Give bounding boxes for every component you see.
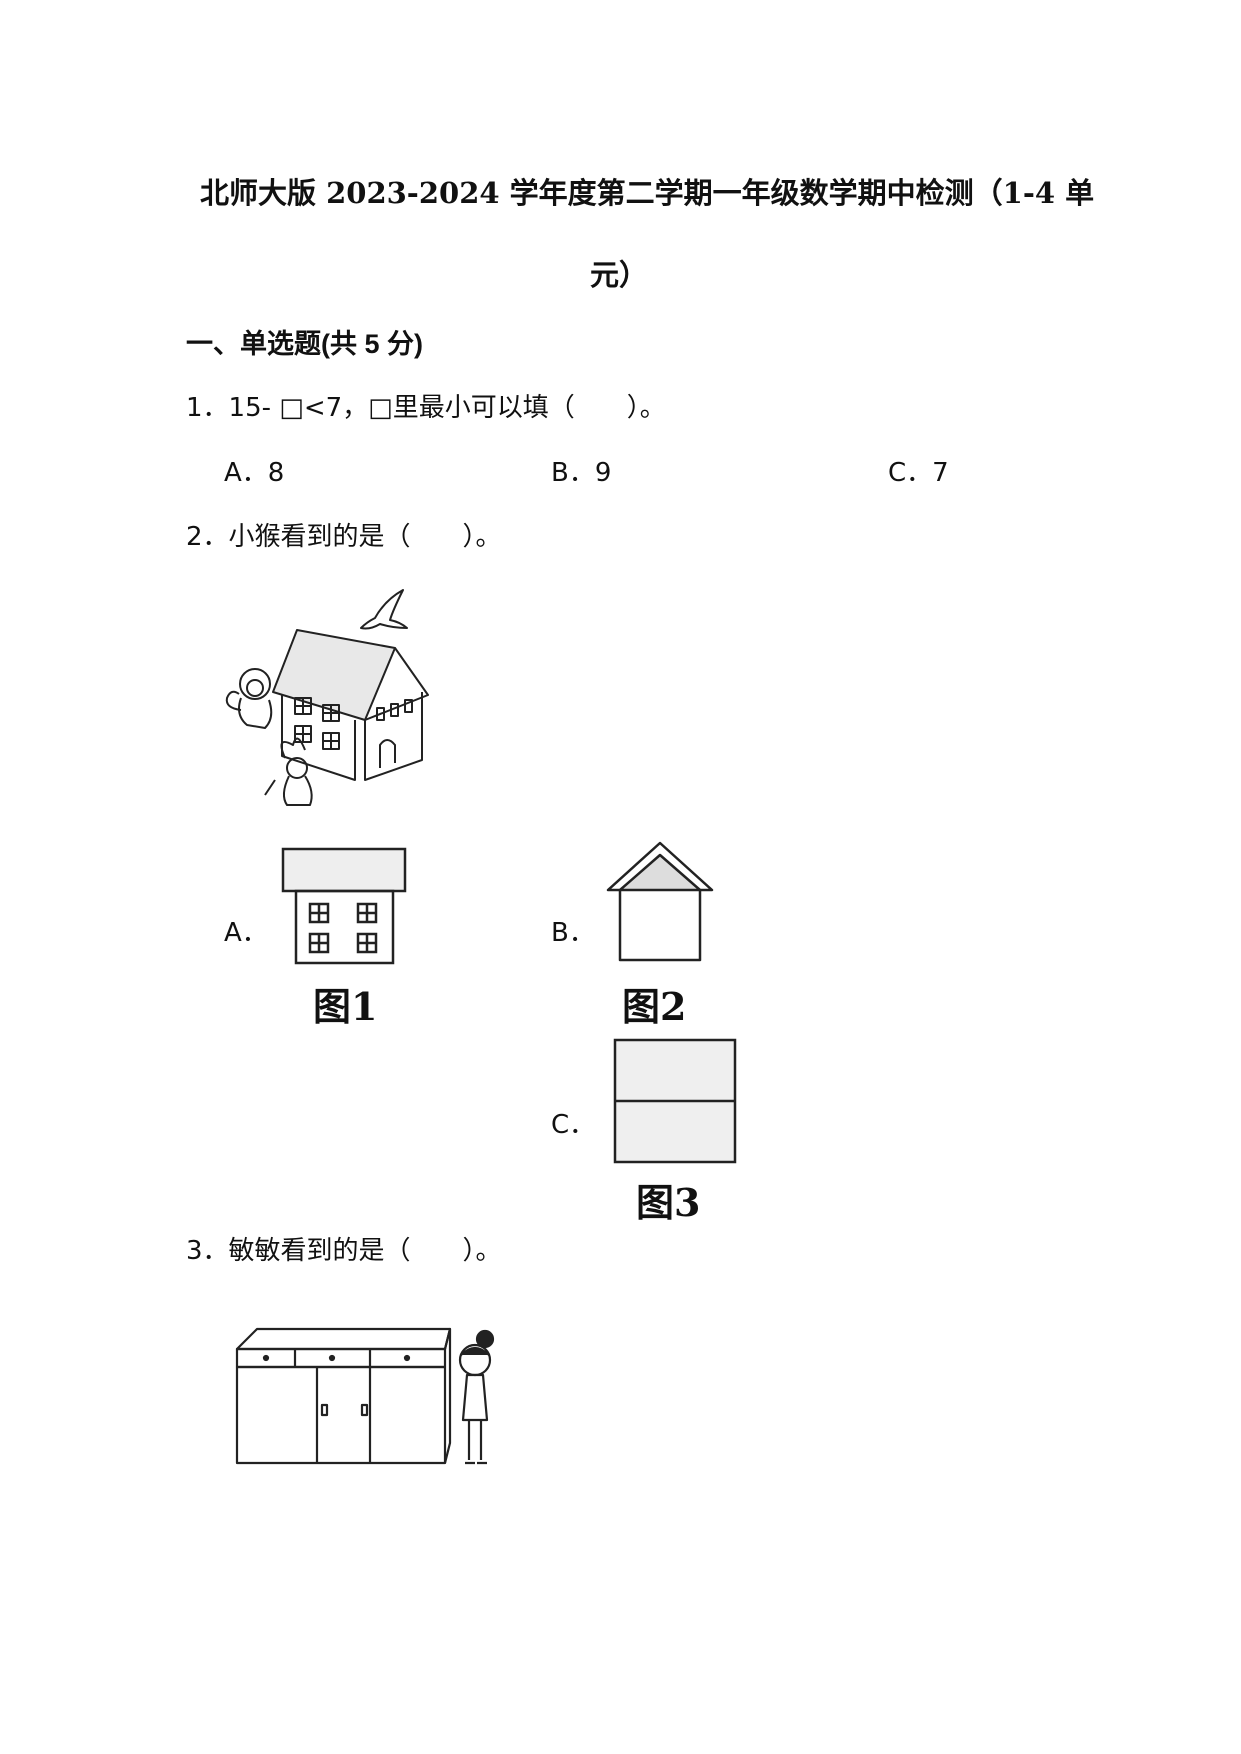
figure-3-top-view <box>613 1038 737 1164</box>
question-2-option-a-label: A． <box>224 918 268 948</box>
question-1-stem: 1．15- □<7，□里最小可以填（ ）。 <box>186 393 666 423</box>
figure-3-caption: 图3 <box>636 1180 701 1225</box>
cabinet-girl-illustration <box>235 1327 495 1465</box>
house-scene-illustration <box>225 589 429 806</box>
question-1-option-a: A．8 <box>224 458 285 488</box>
figure-2-side-view <box>606 841 714 962</box>
question-2-option-c-label: C． <box>551 1110 596 1140</box>
question-3-stem: 3．敏敏看到的是（ ）。 <box>186 1236 502 1266</box>
figure-2-caption: 图2 <box>622 984 687 1029</box>
question-1-option-b: B．9 <box>551 458 612 488</box>
document-title-line1: 北师大版 2023-2024 学年度第二学期一年级数学期中检测（1-4 单 <box>200 176 1095 210</box>
question-2-option-b-label: B． <box>551 918 595 948</box>
document-title-line2: 元） <box>590 258 649 292</box>
figure-1-caption: 图1 <box>313 984 378 1029</box>
section-heading: 一、单选题(共 5 分) <box>186 329 424 359</box>
figure-1-front-view <box>281 847 407 965</box>
question-2-stem: 2．小猴看到的是（ ）。 <box>186 522 502 552</box>
question-1-option-c: C．7 <box>888 458 949 488</box>
